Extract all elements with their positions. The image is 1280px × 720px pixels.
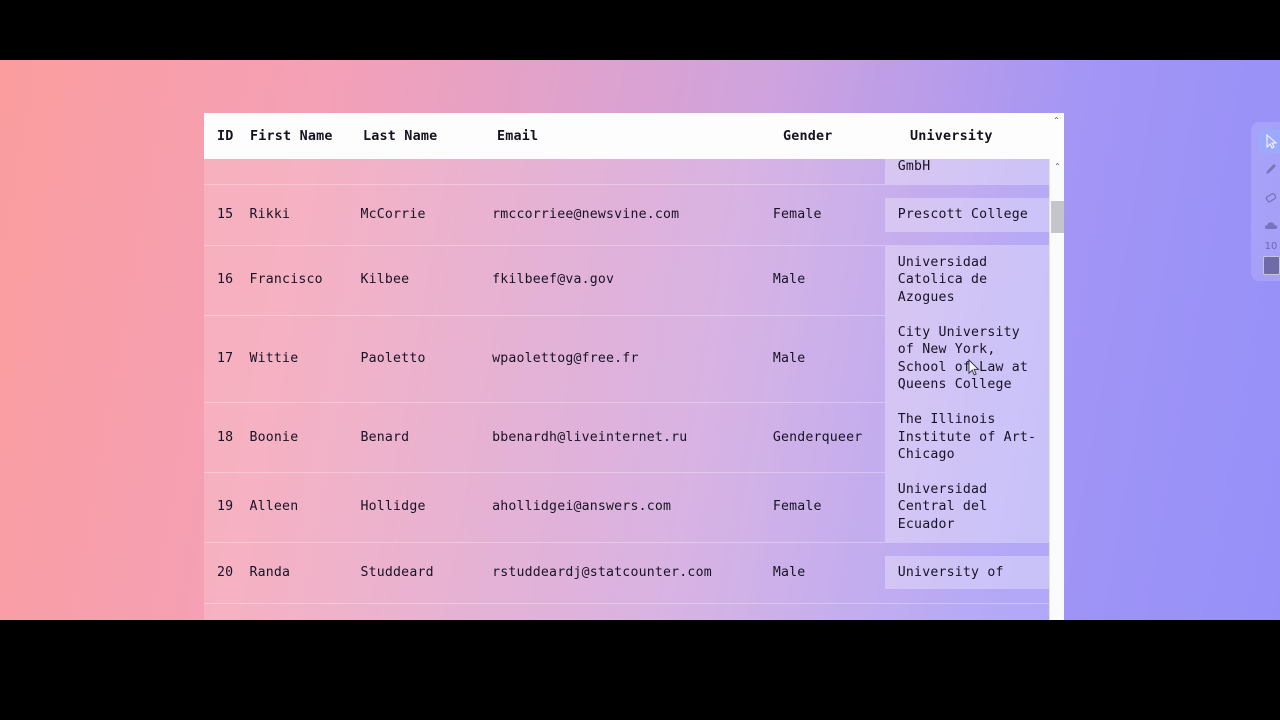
table-body: 14RollandLodeyrlodeyd@1688.comMaleNTA, P… — [204, 159, 1049, 604]
data-table-panel: ID First Name Last Name Email Gender Uni… — [204, 113, 1064, 620]
cell-id: 17 — [217, 350, 234, 366]
table-row[interactable]: 18 Boonie Benard bbenardh@liveinternet.ru Ge… — [204, 402, 1049, 473]
cell-email: wpaolettog@free.fr — [492, 350, 639, 366]
cloud-shape-glyph — [1264, 221, 1277, 229]
table-row[interactable]: 19 Alleen Hollidge ahollidgei@answers.com Fe… — [204, 472, 1049, 543]
cell-email: rstuddeardj@statcounter.com — [492, 564, 712, 580]
pencil-glyph — [1266, 164, 1276, 174]
scroll-up-arrow-icon-top[interactable]: ⌃ — [1053, 116, 1060, 125]
brush-size-label: 10 — [1264, 241, 1278, 252]
cell-gender: Male — [772, 564, 806, 580]
shape-tool-icon[interactable] — [1258, 213, 1280, 237]
table-row[interactable]: 14RollandLodeyrlodeyd@1688.comMaleNTA, P… — [204, 159, 1049, 185]
cell-university: Universidad Central del Ecuador — [884, 472, 1049, 542]
cell-last-name: Kilbee — [360, 272, 410, 288]
eraser-tool-icon[interactable] — [1258, 185, 1280, 209]
cell-gender: Female — [772, 499, 822, 515]
cell-id: 18 — [217, 429, 234, 445]
cell-first-name: Rikki — [249, 206, 291, 222]
cell-first-name: Rolland — [250, 159, 361, 166]
scroll-up-arrow-icon[interactable]: ⌃ — [1050, 159, 1064, 174]
color-swatch[interactable] — [1262, 256, 1280, 275]
cell-last-name: Lodey — [360, 159, 492, 166]
cell-university: The Illinois Institute of Art-Chicago — [884, 402, 1049, 472]
table-row[interactable]: 20 Randa Studdeard rstuddeardj@statcounter.… — [204, 543, 1049, 604]
cell-gender: Female — [772, 206, 822, 222]
cell-id: 14 — [204, 159, 250, 166]
pen-tool-icon[interactable] — [1258, 157, 1280, 181]
cell-email: fkilbeef@va.gov — [492, 272, 615, 288]
cell-first-name: Randa — [249, 564, 291, 580]
cell-university: NTA, Prof.Dr. Grübler gemein. GmbH — [884, 159, 1049, 184]
cell-id: 15 — [217, 206, 234, 222]
cell-university: University of — [884, 555, 1049, 590]
column-header-first-name[interactable]: First Name — [250, 128, 333, 144]
cell-university: Universidad Catolica de Azogues — [884, 245, 1049, 315]
cell-first-name: Alleen — [249, 499, 299, 515]
column-header-last-name[interactable]: Last Name — [363, 128, 438, 144]
tool-palette[interactable]: 10 — [1251, 122, 1280, 281]
cell-gender: Male — [773, 159, 885, 166]
cell-last-name: Studdeard — [360, 564, 434, 580]
gradient-viewport: 10 ID First Name Last Name Email Gender … — [0, 60, 1280, 620]
cell-email: bbenardh@liveinternet.ru — [492, 429, 688, 445]
cell-gender: Male — [772, 350, 806, 366]
cell-id: 16 — [217, 272, 234, 288]
table-row[interactable]: 15 Rikki McCorrie rmccorriee@newsvine.com Fe… — [204, 185, 1049, 246]
cell-last-name: Hollidge — [360, 499, 426, 515]
table-row[interactable]: 16 Francisco Kilbee fkilbeef@va.gov Male Univ… — [204, 245, 1049, 316]
select-tool-icon[interactable] — [1258, 129, 1280, 153]
cell-first-name: Francisco — [249, 272, 323, 288]
scrollbar-header-cap: ⌃ — [1049, 113, 1064, 159]
cell-gender: Male — [772, 272, 806, 288]
cursor-arrow-glyph — [1265, 133, 1277, 149]
column-header-email[interactable]: Email — [497, 128, 539, 144]
table-header: ID First Name Last Name Email Gender Uni… — [204, 113, 1064, 159]
column-header-id[interactable]: ID — [217, 128, 234, 144]
cell-id: 19 — [217, 499, 234, 515]
table-header-row: ID First Name Last Name Email Gender Uni… — [204, 113, 1064, 159]
cell-email: rlodeyd@1688.com — [492, 159, 773, 166]
cell-first-name: Wittie — [249, 350, 299, 366]
cell-gender: Genderqueer — [772, 429, 863, 445]
vertical-scrollbar[interactable]: ⌃ ⌄ — [1049, 159, 1064, 620]
cell-first-name: Boonie — [249, 429, 299, 445]
cell-email: ahollidgei@answers.com — [492, 499, 672, 515]
cell-last-name: Paoletto — [360, 350, 426, 366]
table-row[interactable]: 17 Wittie Paoletto wpaolettog@free.fr Male Ci… — [204, 315, 1049, 403]
table-scroll-viewport[interactable]: 14RollandLodeyrlodeyd@1688.comMaleNTA, P… — [204, 159, 1049, 620]
cell-last-name: McCorrie — [360, 206, 426, 222]
column-header-university[interactable]: University — [910, 128, 993, 144]
cell-last-name: Benard — [360, 429, 410, 445]
cell-university: City University of New York, School of L… — [884, 315, 1049, 402]
cell-id: 20 — [217, 564, 234, 580]
column-header-gender[interactable]: Gender — [783, 128, 833, 144]
scrollbar-thumb[interactable] — [1051, 201, 1064, 233]
cell-university: Prescott College — [884, 197, 1049, 232]
eraser-glyph — [1265, 192, 1277, 203]
cell-email: rmccorriee@newsvine.com — [492, 206, 680, 222]
